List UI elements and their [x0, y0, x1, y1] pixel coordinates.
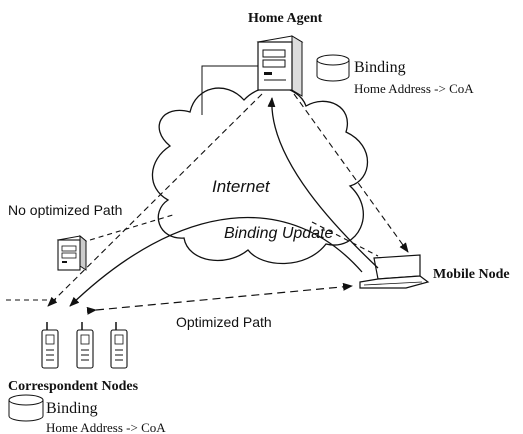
no-optimized-path-label: No optimized Path	[8, 202, 122, 218]
correspondent-phone-icon	[41, 322, 59, 369]
ha-binding-label: Binding	[354, 59, 406, 76]
binding-update-to-ha	[267, 97, 379, 269]
correspondent-desktop-icon	[56, 234, 88, 271]
optimized-path-arrow	[86, 282, 353, 315]
internet-label: Internet	[212, 177, 271, 196]
mobile-node-label: Mobile Node	[433, 267, 510, 282]
correspondent-nodes-label: Correspondent Nodes	[8, 379, 139, 394]
internet-cloud	[151, 86, 369, 265]
cn-mapping-label: Home Address -> CoA	[46, 420, 166, 434]
cn-binding-label: Binding	[46, 400, 98, 417]
correspondent-database-icon	[8, 394, 44, 422]
mobile-node-laptop-icon	[359, 254, 430, 289]
home-agent-label: Home Agent	[248, 11, 323, 26]
correspondent-phone-icon	[76, 322, 94, 369]
ha-link	[201, 65, 258, 115]
path-ha-to-cn	[47, 93, 263, 307]
no-optimized-path-line	[89, 213, 177, 241]
path-ha-to-mn	[293, 93, 409, 253]
home-agent-server-icon	[256, 35, 304, 97]
binding-update-to-cn	[69, 216, 363, 307]
path-to-mn	[311, 221, 379, 257]
optimized-path-label: Optimized Path	[176, 314, 272, 330]
binding-update-label: Binding Update	[224, 225, 334, 242]
ha-mapping-label: Home Address -> CoA	[354, 81, 474, 96]
correspondent-phone-icon	[110, 322, 128, 369]
home-agent-database-icon	[316, 54, 350, 82]
